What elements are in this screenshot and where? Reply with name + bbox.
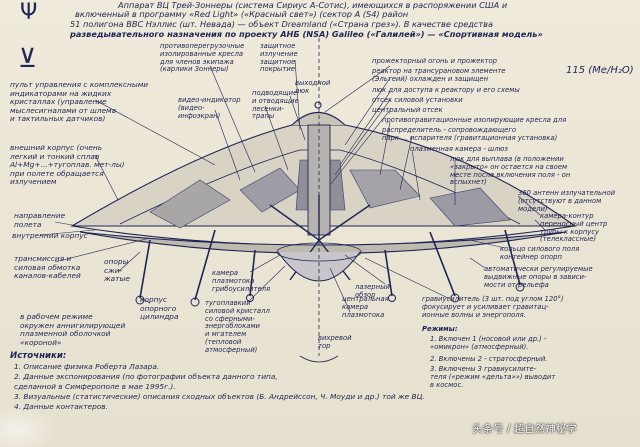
label-text: реактор на трансурановом элементе (Эльте…: [372, 67, 506, 83]
label-text: противоперегрузочные изолированные кресл…: [160, 42, 245, 74]
label-canal-contour: камера-контур переносный центр трубы к к…: [540, 212, 608, 244]
label-transmission: трансмиссия и силовая обмотка каналов-ка…: [14, 254, 81, 281]
label-vortex-torus: вихревой тор: [318, 334, 352, 351]
label-text: тугоплавкий силовой кристалл со сферными…: [205, 299, 270, 354]
label-gravity-seats: противогравитационные изолирующие кресла…: [382, 116, 567, 124]
label-power-unit: отсек силовой установки: [372, 96, 463, 104]
label-reactor: реактор на трансурановом элементе (Эльте…: [372, 67, 506, 84]
label-mode-3: 3. Включены 3 гравиусилите- теля («режим…: [430, 365, 556, 389]
label-text: кольцо силового поля контейнер опорп: [500, 245, 580, 261]
source-item-1: 1. Описание физика Роберта Лазара.: [14, 362, 160, 371]
label-bottom-view: лазерный обзор: [355, 283, 390, 300]
sources-title: Источники:: [10, 351, 67, 361]
label-reactor-hatch: люк для доступа к реактору и его схемы: [372, 86, 520, 94]
label-text: вихревой тор: [318, 334, 352, 350]
label-plasma-camera: камера плазмотока грибоусилителя: [212, 269, 271, 293]
label-gravity-amplifier: гравиусилитель (3 шт. под углом 120°) фо…: [422, 295, 564, 319]
bottom-sphere: [277, 251, 361, 282]
label-text: гравиусилитель (3 шт. под углом 120°) фо…: [422, 295, 564, 319]
label-text: 3. Включены 3 гравиусилите- теля («режим…: [430, 365, 556, 389]
label-text: 360 антенн излучательной (отсутствуют в …: [518, 189, 616, 213]
label-text: камера-контур переносный центр трубы к к…: [540, 212, 608, 244]
source-item-2: 2. Данные экспонирования (по фотографии …: [14, 372, 278, 381]
label-text: пульт управления с комплексными индикато…: [10, 80, 149, 124]
source-item-5: 4. Данные контактеров.: [14, 402, 108, 411]
label-text: выходной люк: [295, 79, 331, 95]
label-central-camera: центральная камера плазмотока: [342, 295, 389, 319]
label-text: направление полета: [14, 211, 66, 229]
label-refractory-crystal: тугоплавкий силовой кристалл со сферными…: [205, 299, 270, 355]
label-text: люк для выплава (в положении «закрыто» о…: [450, 155, 571, 187]
formula: 115 (Me/H₂O): [566, 65, 634, 76]
label-text: в рабочем режиме окружен аннигилирующей …: [20, 312, 126, 347]
label-text: корпус опорного цилиндра: [140, 295, 179, 322]
label-mode-2: 2. Включены 2 - стратосферный.: [430, 355, 548, 363]
label-plasma-chamber: плазменная камера - шлюз: [410, 145, 508, 153]
label-text: опоры сжи- жатые: [104, 257, 130, 284]
label-text: подводящие и отводящие лесенки- трапы: [252, 89, 299, 121]
header-line-4: разведывательного назначения по проекту …: [70, 29, 543, 39]
label-corridors: подводящие и отводящие лесенки- трапы: [252, 89, 299, 121]
label-antennas: 360 антенн излучательной (отсутствуют в …: [518, 189, 616, 213]
label-support-case: корпус опорного цилиндра: [140, 295, 179, 322]
label-protective: защитное излучение защитное покрытие: [260, 42, 298, 74]
label-text: внешний корпус (очень легкий и тонкий сп…: [10, 143, 125, 187]
saucer-lower-hull: [79, 231, 567, 255]
label-work-mode: в рабочем режиме окружен аннигилирующей …: [20, 312, 126, 347]
label-mode-1: 1. Включен 1 (носовой или др.) - «омикро…: [430, 335, 547, 352]
label-text: центральная камера плазмотока: [342, 295, 389, 319]
corner-logo-stamp: [0, 405, 58, 447]
label-automatic-supports: автоматически регулируемые выдвижные опо…: [484, 265, 593, 289]
label-central-compartment: центральный отсек: [372, 106, 443, 114]
source-item-4: 3. Визуальные (статистические) описания …: [14, 392, 425, 401]
label-distributor: распределитель - сопровождающего парк ..…: [382, 126, 558, 143]
label-flight-direction: направление полета: [14, 211, 66, 229]
label-text: защитное излучение защитное покрытие: [260, 42, 298, 74]
label-text: автоматически регулируемые выдвижные опо…: [484, 265, 593, 289]
label-text: распределитель - сопровождающего парк ..…: [382, 126, 558, 142]
label-text: камера плазмотока грибоусилителя: [212, 269, 271, 293]
trident-symbol-icon: Ψ: [20, 0, 38, 25]
watermark-text: 头条号 / 超自然神秘学: [472, 423, 577, 435]
label-text: лазерный обзор: [355, 283, 390, 299]
label-supports: опоры сжи- жатые: [104, 257, 130, 284]
header-line-1: Аппарат ВЦ Трей-Зоннеры (система Сириус …: [118, 0, 508, 10]
source-item-3: сделанной в Симферополе в мае 1995г.).: [14, 382, 176, 391]
label-floodlight: прожекторный огонь и прожектор: [372, 57, 497, 65]
label-modes-title: Режимы:: [422, 325, 458, 333]
header-line-3: 51 полигона ВВС Нэллис (шт. Невада) — об…: [70, 19, 494, 29]
label-text: трансмиссия и силовая обмотка каналов-ка…: [14, 254, 81, 281]
label-docking-hatch: люк для выплава (в положении «закрыто» о…: [450, 155, 571, 187]
label-text: видео-индикатор (видео- инфоэкран): [178, 96, 241, 120]
label-exit-hatch: выходной люк: [295, 79, 331, 96]
label-ring-contour: кольцо силового поля контейнер опорп: [500, 245, 580, 262]
descending-arrow-symbol-icon: ⊻: [18, 44, 38, 74]
label-text: 1. Включен 1 (носовой или др.) - «омикро…: [430, 335, 547, 351]
header-line-2: включенный в программу «Red Light» («Кра…: [75, 9, 409, 19]
label-outer-hull: внешний корпус (очень легкий и тонкий сп…: [10, 143, 125, 187]
label-video-indicator: видео-индикатор (видео- инфоэкран): [178, 96, 241, 120]
label-anti-g-seats: противоперегрузочные изолированные кресл…: [160, 42, 245, 74]
label-control-panel: пульт управления с комплексными индикато…: [10, 80, 149, 124]
top-dome: [291, 112, 346, 126]
label-inner-hull: внутренний корпус: [12, 231, 88, 240]
